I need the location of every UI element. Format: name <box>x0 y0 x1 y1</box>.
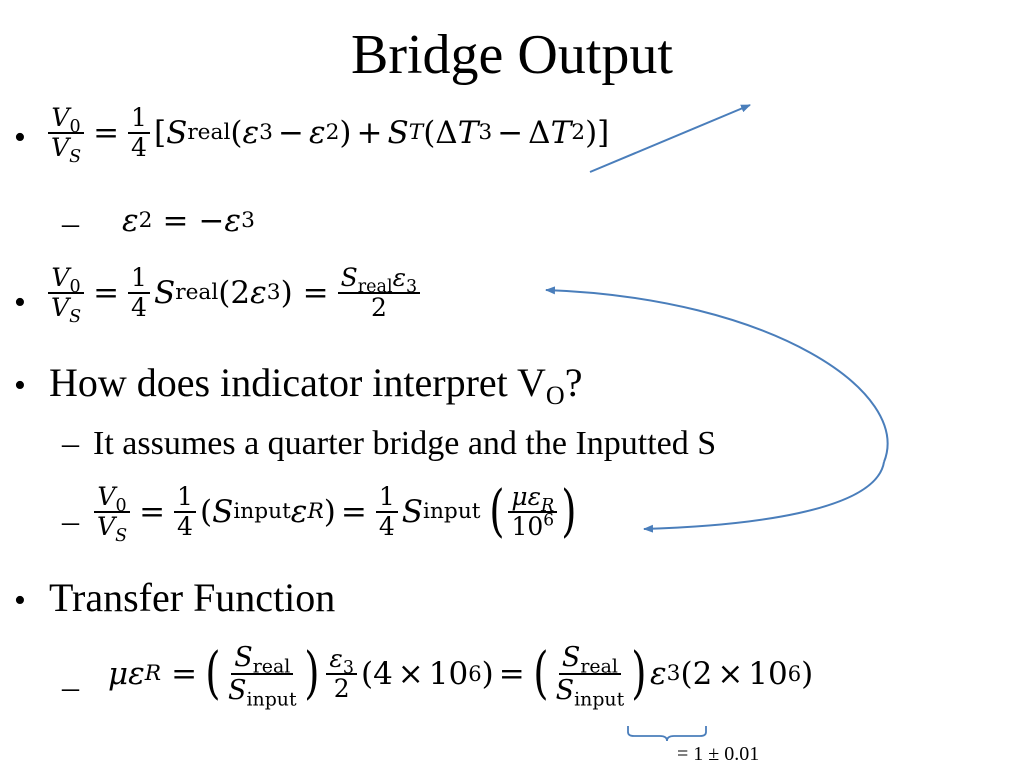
brace-note: = 1 ± 0.01 <box>677 743 760 765</box>
strike-through-arrow <box>589 104 751 173</box>
question-text: How does indicator interpret V <box>49 360 546 405</box>
bullet-3: • <box>14 367 26 404</box>
dash-4: – <box>62 669 79 706</box>
assumption-text: It assumes a quarter bridge and the Inpu… <box>93 425 717 462</box>
dash-1: – <box>62 205 79 242</box>
transfer-heading: Transfer Function <box>49 575 336 620</box>
curved-link-arrow <box>545 286 889 463</box>
question-line: How does indicator interpret VO? <box>49 360 582 419</box>
slide-title: Bridge Output <box>351 24 673 86</box>
dash-3: – <box>62 503 79 540</box>
bullet-1: • <box>14 119 26 156</box>
question-mark: ? <box>564 360 583 405</box>
dash-2: – <box>62 425 79 462</box>
underbrace-icon <box>627 726 707 742</box>
question-subscript: O <box>545 381 565 410</box>
bullet-4: • <box>14 582 26 619</box>
curved-link-arrow-lower <box>643 461 885 533</box>
bullet-2: • <box>14 284 26 321</box>
